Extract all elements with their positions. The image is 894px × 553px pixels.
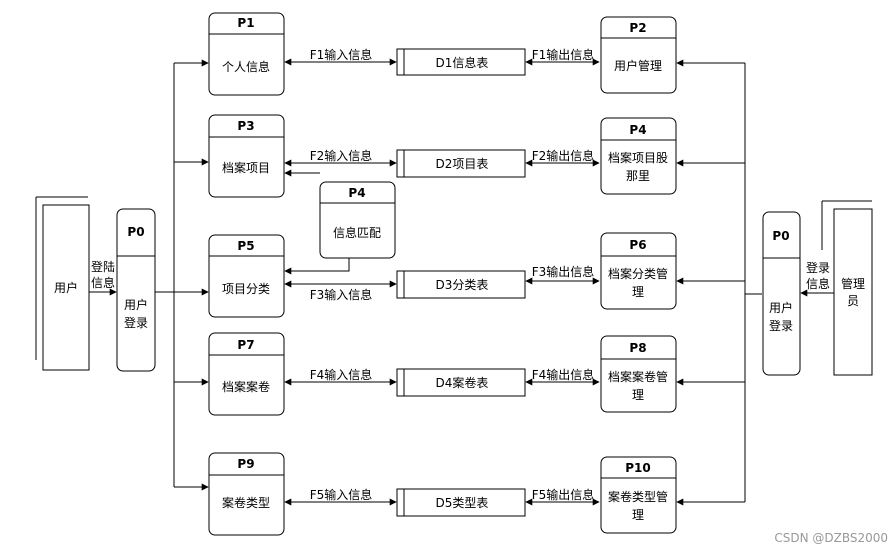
process-id: P7 xyxy=(237,338,254,352)
flow-label-line: 登陆 xyxy=(91,259,115,274)
process-p0-admin-login: P0 用户 登录 xyxy=(762,211,801,376)
process-name-line: 那里 xyxy=(626,169,650,183)
data-store-d5: D5类型表 xyxy=(396,488,526,517)
process-p1-personal-info: P1 个人信息 xyxy=(208,12,285,96)
flow-f2-input: F2输入信息 xyxy=(284,148,397,167)
data-store-d1: D1信息表 xyxy=(396,48,526,76)
flow-f2-output: F2输出信息 xyxy=(525,148,600,167)
flow-label-line: 登录 xyxy=(806,260,830,275)
flow-f3-input: F3输入信息 xyxy=(284,280,397,302)
process-name-line: 案卷类型管 xyxy=(608,489,668,504)
process-name-line: 档案案卷 xyxy=(222,379,270,394)
process-name-line: 登录 xyxy=(124,315,148,330)
flow-f5-output: F5输出信息 xyxy=(525,487,600,506)
flow-f4-input: F4输入信息 xyxy=(284,367,397,386)
left-trunk-connectors xyxy=(155,59,209,491)
process-id: P4 xyxy=(348,186,365,200)
process-id: P6 xyxy=(629,238,646,252)
process-id: P3 xyxy=(237,119,254,133)
flow-user-login-info: 登陆 信息 xyxy=(89,259,117,296)
flow-f1-input: F1输入信息 xyxy=(284,47,397,66)
data-store-label: D4案卷表 xyxy=(436,375,489,390)
process-p5-project-category: P5 项目分类 xyxy=(208,234,285,318)
entity-admin: 管理 员 xyxy=(821,200,873,376)
process-name-line: 档案项目股 xyxy=(608,150,668,165)
process-name-line: 理 xyxy=(632,508,644,522)
data-store-label: D5类型表 xyxy=(436,496,489,510)
process-name-line: 用户 xyxy=(769,300,793,315)
process-p4-info-match: P4 信息匹配 xyxy=(319,181,396,259)
process-name-line: 理 xyxy=(632,388,644,402)
flow-f3-output: F3输出信息 xyxy=(525,264,600,285)
process-p7-archive-volume: P7 档案案卷 xyxy=(208,332,285,416)
process-p9-volume-type: P9 案卷类型 xyxy=(208,452,285,536)
data-store-label: D1信息表 xyxy=(436,55,489,70)
process-id: P9 xyxy=(237,457,254,471)
watermark: CSDN @DZBS2000 xyxy=(774,531,888,545)
flow-label: F2输入信息 xyxy=(310,148,373,163)
flow-label: F3输出信息 xyxy=(532,264,595,279)
process-id: P1 xyxy=(237,16,254,30)
process-name-line: 登录 xyxy=(769,318,793,333)
data-store-d2: D2项目表 xyxy=(396,149,526,178)
right-trunk-connectors xyxy=(676,59,762,506)
flow-label: F2输出信息 xyxy=(532,148,595,163)
process-name-line: 案卷类型 xyxy=(222,495,270,510)
process-p6-archive-category-management: P6 档案分类管 理 xyxy=(600,232,677,310)
process-id: P10 xyxy=(625,461,651,475)
flow-label-line: 信息 xyxy=(91,275,115,290)
process-id: P5 xyxy=(237,239,254,253)
flow-label: F1输出信息 xyxy=(532,47,595,62)
process-name-line: 档案项目 xyxy=(222,160,270,175)
process-p0-user-login: P0 用户 登录 xyxy=(116,208,156,372)
data-store-d3: D3分类表 xyxy=(396,270,526,299)
data-store-d4: D4案卷表 xyxy=(396,368,526,397)
process-name-line: 档案分类管 xyxy=(608,266,668,281)
process-id: P0 xyxy=(772,229,789,243)
flow-label: F4输出信息 xyxy=(532,367,595,382)
process-p10-volume-type-management: P10 案卷类型管 理 xyxy=(600,456,677,534)
process-p8-archive-volume-management: P8 档案案卷管 理 xyxy=(600,335,677,413)
flow-label: F4输入信息 xyxy=(310,367,373,382)
process-name-line: 信息匹配 xyxy=(333,225,381,240)
data-store-label: D3分类表 xyxy=(436,278,489,292)
match-connectors xyxy=(284,169,350,275)
process-name-line: 理 xyxy=(632,285,644,299)
flow-f1-output: F1输出信息 xyxy=(525,47,600,66)
flow-admin-login-info: 登录 信息 xyxy=(800,260,834,297)
process-id: P2 xyxy=(629,21,646,35)
entity-admin-label-line: 管理 xyxy=(841,276,865,291)
flow-f4-output: F4输出信息 xyxy=(525,367,600,386)
process-name-line: 个人信息 xyxy=(222,59,270,74)
data-store-label: D2项目表 xyxy=(436,157,489,171)
flow-label: F3输入信息 xyxy=(310,287,373,302)
flow-label: F1输入信息 xyxy=(310,47,373,62)
process-name-line: 用户管理 xyxy=(614,58,662,73)
process-p2-user-management: P2 用户管理 xyxy=(600,16,677,94)
process-id: P8 xyxy=(629,341,646,355)
flow-f5-input: F5输入信息 xyxy=(284,487,397,506)
process-name-line: 项目分类 xyxy=(222,282,270,296)
process-id: P4 xyxy=(629,123,646,137)
process-p3-archive-project: P3 档案项目 xyxy=(208,114,285,198)
process-p4-archive-project-management: P4 档案项目股 那里 xyxy=(600,117,677,195)
entity-admin-label-line: 员 xyxy=(847,294,859,308)
flow-label: F5输出信息 xyxy=(532,487,595,502)
flow-label-line: 信息 xyxy=(806,276,830,291)
flow-label: F5输入信息 xyxy=(310,487,373,502)
entity-user: 用户 xyxy=(35,196,90,371)
process-name-line: 用户 xyxy=(124,297,148,312)
process-id: P0 xyxy=(127,225,144,239)
entity-user-label: 用户 xyxy=(54,280,78,295)
process-name-line: 档案案卷管 xyxy=(608,369,668,384)
